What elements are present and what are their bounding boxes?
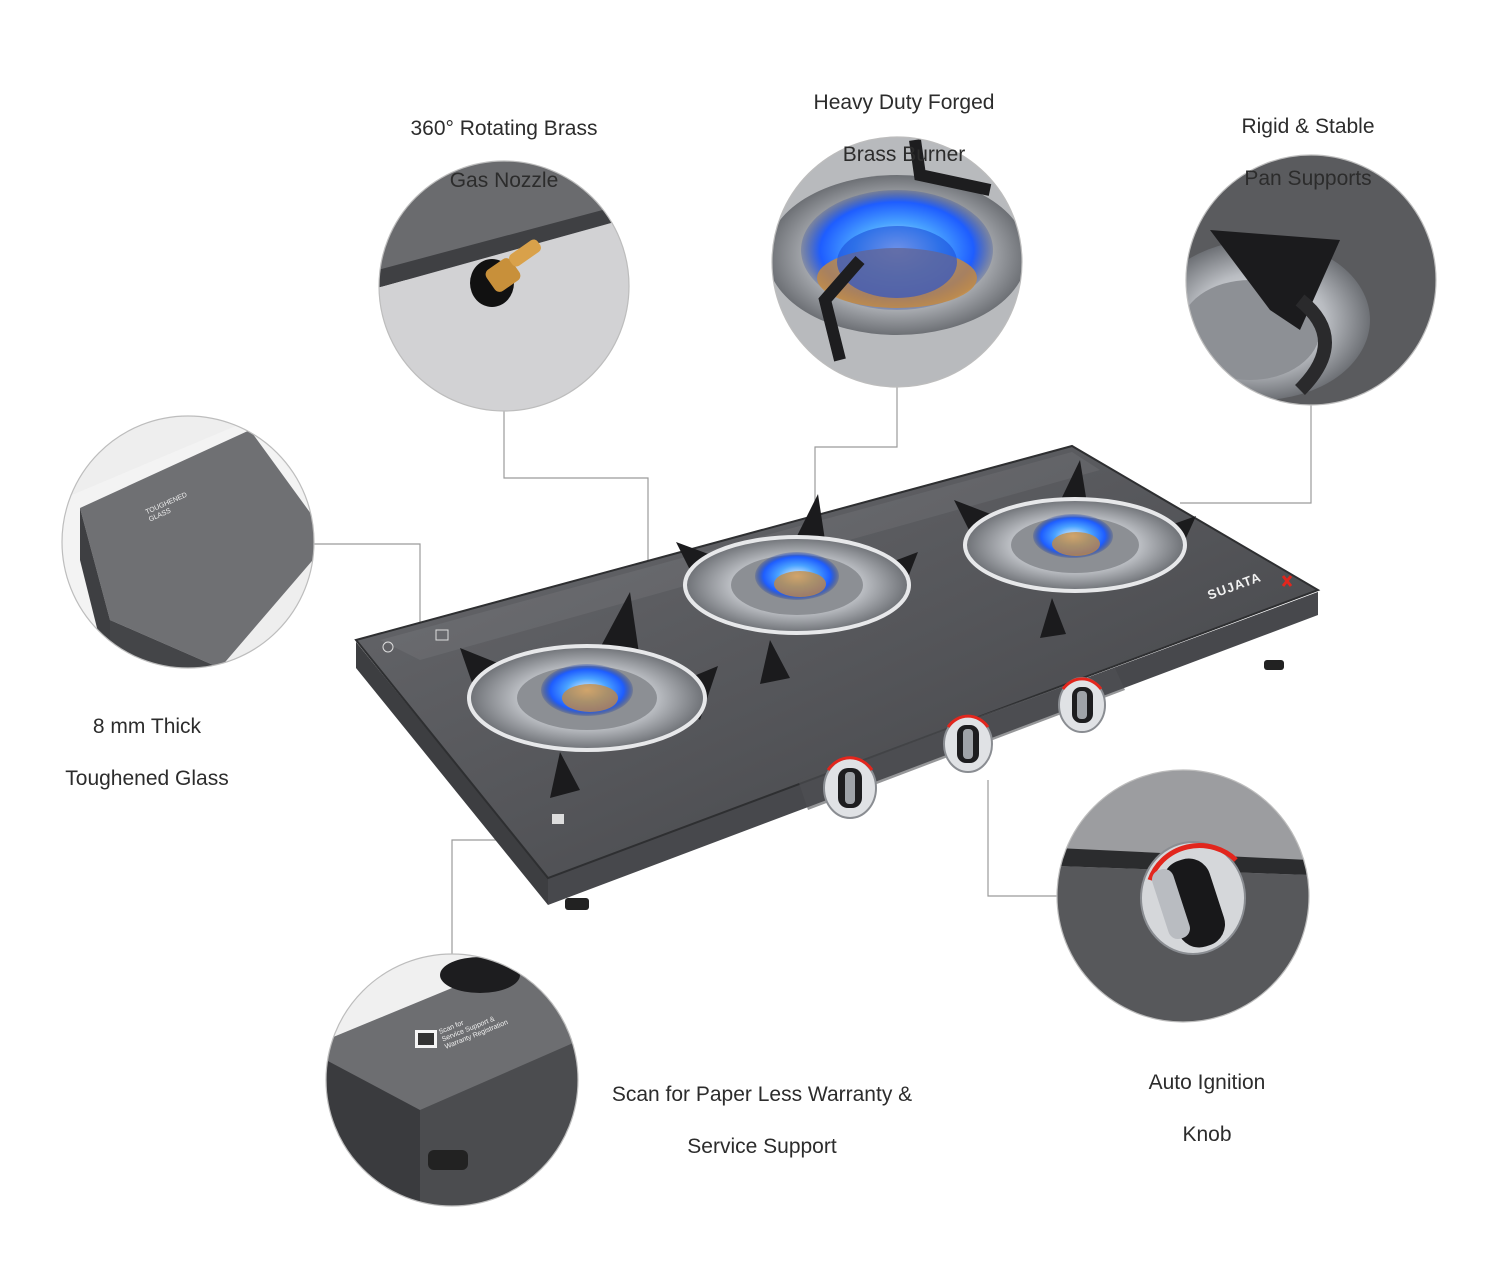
detail-circle-knob	[1056, 769, 1310, 1023]
gas-stove-main	[354, 444, 1321, 910]
stove-body-front-face	[356, 642, 548, 905]
brand-mark-icon	[1281, 575, 1293, 587]
qr-code-icon	[552, 814, 564, 824]
glass-badge-icon	[382, 641, 394, 653]
connector-nozzle	[503, 411, 649, 560]
control-knob-2	[943, 714, 993, 773]
isi-badge-icon	[435, 629, 449, 641]
burner-middle	[676, 494, 918, 684]
connector-burner	[814, 387, 898, 520]
connector-lines	[314, 387, 1312, 954]
connector-pan	[1180, 405, 1312, 504]
label-auto-ignition-knob: Auto Ignition Knob	[1148, 1071, 1266, 1146]
label-toughened-glass: 8 mm Thick Toughened Glass	[65, 715, 229, 790]
burner-right	[954, 460, 1196, 638]
connector-knob	[987, 780, 1057, 897]
label-scan-warranty: Scan for Paper Less Warranty & Service S…	[611, 1083, 913, 1158]
detail-circle-scan	[325, 953, 579, 1207]
label-brass-burner: Heavy Duty Forged Brass Burner	[813, 91, 995, 166]
label-rotating-nozzle: 360° Rotating Brass Gas Nozzle	[410, 117, 598, 192]
detail-circle-burner	[771, 136, 1023, 388]
label-pan-supports: Rigid & Stable Pan Supports	[1241, 115, 1375, 190]
stove-foot	[565, 898, 589, 910]
detail-circle-toughened-glass	[61, 415, 315, 669]
connector-glass	[314, 543, 421, 625]
stove-foot	[1264, 660, 1284, 670]
burner-left	[460, 592, 718, 798]
control-knob-3	[1058, 677, 1106, 733]
control-knob-1	[823, 756, 877, 819]
